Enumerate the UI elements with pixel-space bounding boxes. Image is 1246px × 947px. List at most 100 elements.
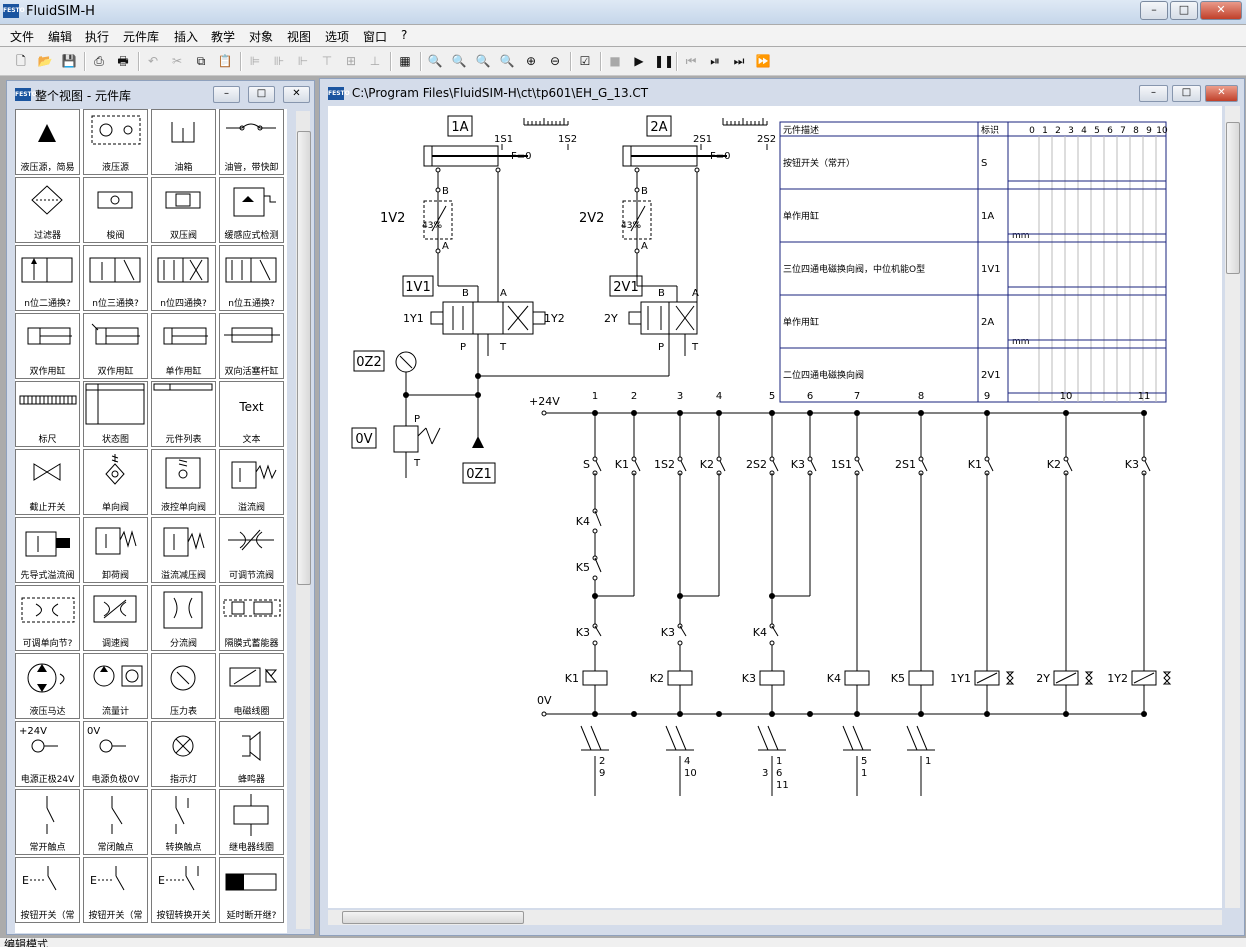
align-middle-icon[interactable]: ⊞ — [345, 54, 357, 68]
pause-icon[interactable]: ❚❚ — [654, 54, 675, 68]
library-item[interactable]: 缓感应式检测 — [219, 177, 284, 243]
align-left-icon[interactable]: ⊫ — [249, 54, 261, 68]
step-icon[interactable]: ⏯ — [710, 54, 720, 68]
library-item[interactable]: n位三通换? — [83, 245, 148, 311]
zoom-window-icon[interactable]: 🔍 — [475, 54, 491, 68]
library-item[interactable]: 可调单向节? — [15, 585, 80, 651]
library-item[interactable]: 双作用缸 — [83, 313, 148, 379]
zoom-in-icon[interactable]: ⊕ — [525, 54, 537, 68]
menu-execute[interactable]: 执行 — [85, 30, 110, 44]
menu-object[interactable]: 对象 — [249, 30, 274, 44]
library-item[interactable]: 单作用缸 — [151, 313, 216, 379]
reset-icon[interactable]: ⏮ — [685, 54, 697, 68]
align-bottom-icon[interactable]: ⊥ — [369, 54, 381, 68]
menu-window[interactable]: 窗口 — [363, 30, 388, 44]
document-vscroll-thumb[interactable] — [1226, 122, 1240, 274]
paste-icon[interactable]: 📋 — [217, 54, 233, 68]
library-item[interactable]: 指示灯 — [151, 721, 216, 787]
run-to-end-icon[interactable]: ⏭ — [733, 54, 745, 68]
copy-icon[interactable]: ⧉ — [196, 54, 206, 68]
menu-file[interactable]: 文件 — [10, 30, 35, 44]
library-item[interactable]: 继电器线圈 — [219, 789, 284, 855]
library-item[interactable]: n位五通换? — [219, 245, 284, 311]
close-button[interactable]: ✕ — [1200, 1, 1242, 20]
library-item[interactable]: 梭阀 — [83, 177, 148, 243]
undo-icon[interactable]: ↶ — [147, 54, 159, 68]
library-item[interactable]: 液压源，简易 — [15, 109, 80, 175]
stop-icon[interactable]: ■ — [609, 54, 621, 68]
print-icon[interactable]: 🖶 — [117, 54, 129, 68]
library-item[interactable]: 常闭触点 — [83, 789, 148, 855]
save-icon[interactable]: 💾 — [61, 54, 77, 68]
menu-edit[interactable]: 编辑 — [48, 30, 73, 44]
library-item[interactable]: 双向活塞杆缸 — [219, 313, 284, 379]
library-item[interactable]: 调速阀 — [83, 585, 148, 651]
grid-icon[interactable]: ▦ — [399, 54, 411, 68]
document-maximize-button[interactable]: □ — [1172, 85, 1201, 102]
library-item[interactable]: 先导式溢流阀 — [15, 517, 80, 583]
zoom-fit-icon[interactable]: 🔍 — [451, 54, 467, 68]
library-item[interactable]: 液压马达 — [15, 653, 80, 719]
library-scrollbar[interactable] — [296, 111, 311, 929]
library-item[interactable]: 状态图 — [83, 381, 148, 447]
library-item[interactable]: 液压源 — [83, 109, 148, 175]
library-item[interactable]: 油管，带快卸 — [219, 109, 284, 175]
zoom-out-icon[interactable]: ⊖ — [549, 54, 561, 68]
library-item[interactable]: 双压阀 — [151, 177, 216, 243]
skip-end-icon[interactable]: ⏩ — [755, 54, 771, 68]
library-item[interactable]: 溢流阀 — [219, 449, 284, 515]
open-icon[interactable]: 📂 — [37, 54, 53, 68]
library-item[interactable]: n位二通换? — [15, 245, 80, 311]
menu-teach[interactable]: 教学 — [211, 30, 236, 44]
library-maximize-button[interactable]: □ — [248, 86, 275, 103]
library-item[interactable]: 液控单向阀 — [151, 449, 216, 515]
minimize-button[interactable]: – — [1140, 1, 1168, 20]
align-top-icon[interactable]: ⊤ — [321, 54, 333, 68]
library-item[interactable]: 油箱 — [151, 109, 216, 175]
menu-insert[interactable]: 插入 — [174, 30, 199, 44]
library-item[interactable]: 单向阀 — [83, 449, 148, 515]
document-horizontal-scrollbar[interactable] — [328, 910, 1222, 925]
cut-icon[interactable]: ✂ — [171, 54, 183, 68]
library-item[interactable]: 截止开关 — [15, 449, 80, 515]
library-item[interactable]: 溢流减压阀 — [151, 517, 216, 583]
library-scroll-thumb[interactable] — [297, 131, 311, 585]
library-item[interactable]: n位四通换? — [151, 245, 216, 311]
library-item[interactable]: 压力表 — [151, 653, 216, 719]
library-item[interactable]: 标尺 — [15, 381, 80, 447]
library-item[interactable]: 转换触点 — [151, 789, 216, 855]
library-close-button[interactable]: ✕ — [283, 86, 310, 103]
menu-view[interactable]: 视图 — [287, 30, 312, 44]
zoom-100-icon[interactable]: 🔍 — [427, 54, 443, 68]
library-item[interactable]: 常开触点 — [15, 789, 80, 855]
library-item[interactable]: 可调节流阀 — [219, 517, 284, 583]
maximize-button[interactable]: □ — [1170, 1, 1198, 20]
library-item[interactable]: 元件列表 — [151, 381, 216, 447]
library-item[interactable]: 双作用缸 — [15, 313, 80, 379]
library-minimize-button[interactable]: – — [213, 86, 240, 103]
library-item[interactable]: 电磁线圈 — [219, 653, 284, 719]
zoom-previous-icon[interactable]: 🔍 — [499, 54, 515, 68]
new-icon[interactable]: 🗋 — [16, 54, 26, 68]
library-item[interactable]: 卸荷阀 — [83, 517, 148, 583]
library-item[interactable]: 分流阀 — [151, 585, 216, 651]
document-vertical-scrollbar[interactable] — [1225, 106, 1240, 908]
document-close-button[interactable]: ✕ — [1205, 85, 1238, 102]
menu-help[interactable]: ? — [401, 28, 408, 42]
align-right-icon[interactable]: ⊩ — [297, 54, 309, 68]
library-item[interactable]: 蜂鸣器 — [219, 721, 284, 787]
library-item[interactable]: 延时断开继? — [219, 857, 284, 923]
menu-library[interactable]: 元件库 — [123, 30, 160, 44]
document-minimize-button[interactable]: – — [1139, 85, 1168, 102]
check-drawing-icon[interactable]: ☑ — [579, 54, 591, 68]
document-hscroll-thumb[interactable] — [342, 911, 524, 924]
library-item[interactable]: 流量计 — [83, 653, 148, 719]
align-center-icon[interactable]: ⊪ — [273, 54, 285, 68]
